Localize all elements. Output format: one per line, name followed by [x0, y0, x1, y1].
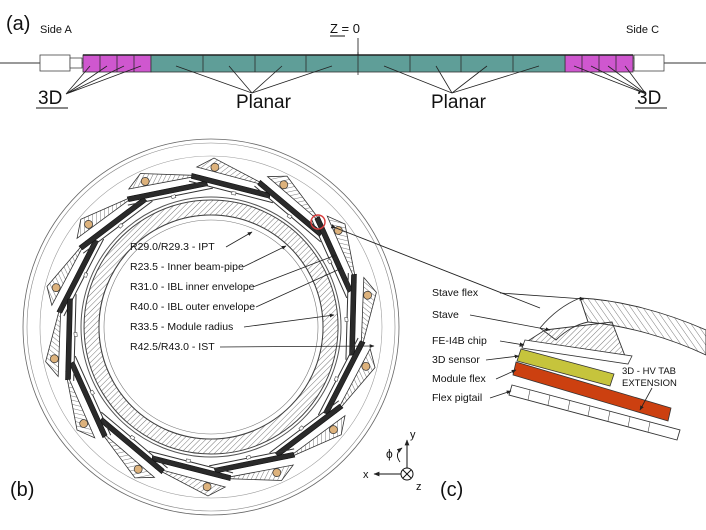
cooling-pipe	[210, 162, 220, 172]
stave-3	[126, 173, 213, 206]
label-module-flex: Module flex	[432, 373, 486, 385]
cooling-pipe	[202, 482, 212, 492]
stave-11	[148, 450, 234, 497]
stave-flex-shape	[579, 297, 706, 356]
cooling-pipe	[272, 468, 282, 477]
stave-10	[209, 448, 296, 481]
cross-section-view: R29.0/R29.3 - IPT R23.5 - Inner beam-pip…	[10, 138, 541, 516]
label-fe-chip: FE-I4B chip	[432, 335, 487, 347]
axis-y-label: y	[410, 429, 416, 441]
cooling-pipe	[363, 290, 372, 300]
connector-right	[633, 54, 665, 72]
label-3d-left: 3D	[38, 88, 62, 109]
stave-9	[269, 400, 346, 460]
label-ipt: R29.0/R29.3 - IPT	[130, 241, 215, 253]
cooling-pipe	[84, 219, 93, 229]
stave-6	[310, 215, 357, 299]
label-planar-left: Planar	[236, 92, 292, 113]
detail-highlight-circle	[310, 214, 326, 230]
stave-side-view: (a) Side A Side C Z = 0 3D 3D Pla	[0, 13, 706, 113]
label-beam-pipe: R23.5 - Inner beam-pipe	[130, 261, 244, 273]
label-hv-tab: 3D - HV TAB	[622, 366, 676, 377]
side-c-label: Side C	[626, 24, 659, 36]
radius-arrows	[219, 231, 375, 348]
stave-12	[99, 411, 168, 479]
label-module-radius: R33.5 - Module radius	[130, 321, 233, 333]
side-a-label: Side A	[40, 24, 72, 36]
panel-label-b: (b)	[10, 479, 34, 501]
coordinate-axes: y x z ϕ	[363, 429, 422, 493]
label-stave-flex: Stave flex	[432, 287, 479, 299]
stave-13	[65, 355, 112, 439]
label-3d-sensor: 3D sensor	[432, 354, 480, 366]
axis-phi-label: ϕ	[386, 447, 393, 461]
label-ibl-inner: R31.0 - IBL inner envelope	[130, 281, 255, 293]
stave-7	[344, 273, 377, 360]
z-zero-label: Z = 0	[330, 21, 360, 36]
detail-arrows	[469, 292, 653, 411]
cooling-pipe	[140, 177, 150, 186]
cooling-pipe	[133, 464, 143, 474]
detail-leader	[330, 224, 541, 309]
connector-left	[39, 54, 71, 72]
ist-circle-outer	[22, 138, 400, 516]
label-stave: Stave	[432, 309, 459, 321]
cooling-pipe	[79, 419, 89, 428]
label-ibl-outer: R40.0 - IBL outer envelope	[130, 301, 255, 313]
stave-2	[76, 194, 153, 254]
ibl-outer-envelope	[39, 155, 383, 499]
stave-ring	[45, 157, 377, 497]
panel-label-a: (a)	[6, 13, 30, 35]
radius-labels: R29.0/R29.3 - IPT R23.5 - Inner beam-pip…	[130, 241, 255, 353]
ibl-inner-envelope	[80, 196, 342, 458]
panel-label-c: (c)	[440, 479, 463, 501]
stave-5	[254, 175, 323, 243]
cooling-pipe	[361, 361, 371, 371]
stave-14	[45, 294, 78, 381]
stave-8	[317, 337, 376, 416]
cooling-pipe	[51, 283, 61, 293]
detail-labels: Stave flex Stave FE-I4B chip 3D sensor M…	[432, 287, 677, 404]
axis-x-label: x	[363, 469, 369, 481]
module-boundaries	[99, 52, 617, 75]
label-flex-pigtail: Flex pigtail	[432, 392, 482, 404]
cooling-pipe	[50, 354, 59, 364]
module-detail-view: Stave flex Stave FE-I4B chip 3D sensor M…	[432, 287, 706, 501]
label-hv-tab-ext: EXTENSION	[622, 378, 677, 389]
label-planar-right: Planar	[431, 92, 487, 113]
ist-circle-inner	[26, 142, 396, 512]
leader-lines-stave	[65, 65, 647, 95]
cooling-pipe	[279, 180, 289, 190]
axis-z-label: z	[416, 481, 422, 493]
stave-4	[188, 157, 274, 204]
label-ist: R42.5/R43.0 - IST	[130, 341, 215, 353]
cooling-pipe	[329, 425, 338, 435]
